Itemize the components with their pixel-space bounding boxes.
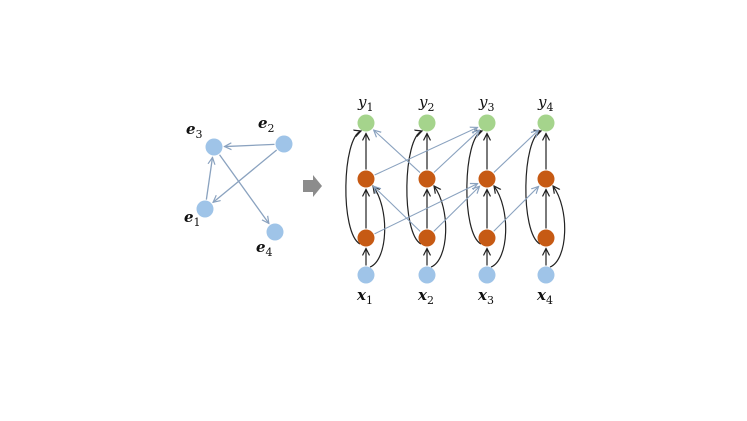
label-e1: e1 <box>184 208 201 229</box>
label-y3: y3 <box>478 93 494 114</box>
cross-h2-out-e2-e1 <box>374 130 421 173</box>
input-node-3 <box>478 266 496 284</box>
hidden1-node-4 <box>537 229 555 247</box>
label-e2: e2 <box>258 114 275 135</box>
skip-in-h2-4 <box>549 186 566 268</box>
skip-in-h2-2 <box>430 186 447 268</box>
cross-h1-h2-e2-e1 <box>374 186 421 232</box>
input-node-1 <box>357 266 375 284</box>
label-y2: y2 <box>418 93 434 114</box>
right-graph-cross-edges <box>374 127 539 235</box>
node-e4 <box>266 223 284 241</box>
skip-h1-out-2 <box>406 131 422 245</box>
left-graph-labels: e3 e2 e1 e4 <box>184 114 275 259</box>
left-graph-nodes <box>196 135 293 241</box>
label-e4: e4 <box>256 238 273 259</box>
label-x1: x1 <box>356 286 373 307</box>
hidden2-node-4 <box>537 170 555 188</box>
cross-h1-h2-e2-e3 <box>433 186 480 232</box>
hidden1-node-2 <box>418 229 436 247</box>
transform-arrow-icon <box>303 175 322 197</box>
output-node-3 <box>478 114 496 132</box>
cross-h1-h2-e1-e3 <box>374 184 478 235</box>
edge-e2-e1 <box>213 149 278 202</box>
input-node-4 <box>537 266 555 284</box>
hidden2-node-1 <box>357 170 375 188</box>
edge-e1-e3 <box>205 157 212 200</box>
cross-h2-out-e1-e3 <box>374 127 478 176</box>
output-node-4 <box>537 114 555 132</box>
left-graph-edges <box>205 144 278 224</box>
hidden2-node-2 <box>418 170 436 188</box>
label-e3: e3 <box>186 120 203 141</box>
skip-in-h2-3 <box>490 186 507 268</box>
skip-h1-out-4 <box>525 131 541 245</box>
node-e1 <box>196 200 214 218</box>
node-e3 <box>205 138 223 156</box>
right-graph-vertical-edges <box>345 131 566 268</box>
node-e2 <box>275 135 293 153</box>
right-graph-labels: x1 y1 x2 y2 x3 y3 x4 y4 <box>356 93 553 307</box>
output-node-1 <box>357 114 375 132</box>
cross-h1-h2-e3-e4 <box>493 186 539 232</box>
right-graph-nodes <box>357 114 555 284</box>
label-x3: x3 <box>477 286 494 307</box>
edge-e2-e3 <box>224 144 275 146</box>
hidden1-node-1 <box>357 229 375 247</box>
cross-h2-out-e2-e3 <box>433 130 479 173</box>
output-node-2 <box>418 114 436 132</box>
input-node-2 <box>418 266 436 284</box>
hidden2-node-3 <box>478 170 496 188</box>
label-y4: y4 <box>537 93 553 114</box>
hidden1-node-3 <box>478 229 496 247</box>
label-x2: x2 <box>417 286 434 307</box>
label-y1: y1 <box>357 93 373 114</box>
cross-h2-out-e3-e4 <box>493 130 538 173</box>
label-x4: x4 <box>536 286 553 307</box>
skip-in-h2-1 <box>369 186 386 268</box>
edge-e3-e4 <box>219 154 269 224</box>
skip-h1-out-1 <box>345 131 361 245</box>
